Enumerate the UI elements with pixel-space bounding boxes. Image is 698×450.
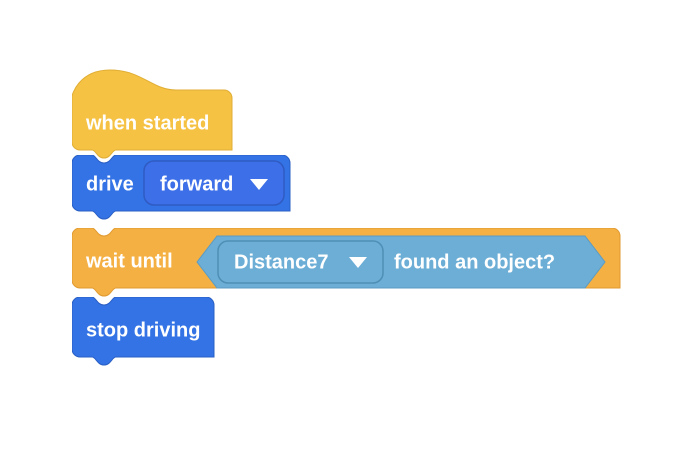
block-stop-driving[interactable]: stop driving (72, 297, 232, 375)
stop-driving-block-shape (72, 297, 215, 366)
block-when-started[interactable]: when started (72, 66, 234, 164)
block-found-an-object[interactable]: Distance7 found an object? (196, 235, 606, 289)
sensor-name-value: Distance7 (234, 251, 329, 273)
drive-direction-dropdown[interactable]: forward (143, 160, 285, 206)
drive-label: drive (86, 173, 134, 195)
when-started-label: when started (85, 112, 209, 134)
sensor-name-dropdown-bg (217, 240, 384, 284)
drive-direction-dropdown-bg (143, 160, 285, 206)
sensor-name-dropdown[interactable]: Distance7 (217, 240, 384, 284)
found-an-object-label: found an object? (394, 251, 555, 273)
chevron-down-icon (349, 257, 367, 268)
stop-driving-label: stop driving (86, 319, 200, 341)
wait-until-label: wait until (85, 250, 173, 272)
when-started-shape (72, 69, 233, 159)
block-wait-until[interactable]: wait until Distance7 found an object? (72, 228, 628, 310)
chevron-down-icon (250, 179, 268, 190)
block-drive[interactable]: drive forward (72, 155, 292, 233)
drive-direction-value: forward (160, 173, 233, 195)
